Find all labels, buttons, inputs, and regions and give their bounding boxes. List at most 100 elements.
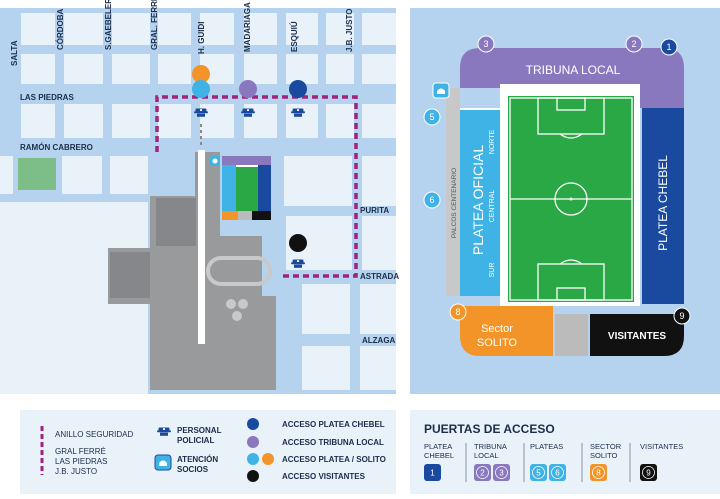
tribuna-local-stand (460, 48, 684, 108)
label-norte: NORTE (489, 129, 496, 154)
street-ramon-cabrero: RAMÓN CABRERO (20, 143, 93, 152)
label-sur: SUR (489, 263, 496, 278)
legend-socios: SOCIOS (177, 465, 209, 474)
security-ring (155, 95, 358, 278)
label-tribuna-local: TRIBUNA LOCAL (526, 63, 621, 77)
street-h-guidi: H. GUIDI (197, 22, 206, 54)
puertas-group-label: SECTOR (590, 442, 622, 451)
puertas-group-label: PLATEAS (530, 442, 563, 451)
legend-visitantes-swatch (247, 470, 259, 482)
sector-solito-stand (460, 306, 553, 356)
puertas-group-label: PLATEA (424, 442, 452, 451)
gate-5: 5 (423, 108, 441, 126)
svg-text:5: 5 (536, 469, 541, 478)
platea-chebel-stand (642, 108, 684, 304)
street-esquiu: ESQUIÚ (290, 21, 299, 52)
access-chebel-marker (289, 80, 307, 98)
puerta-1: 1 (424, 464, 441, 481)
legend-platea-swatch (247, 453, 259, 465)
park (18, 158, 56, 190)
svg-text:9: 9 (646, 469, 651, 478)
legend-acceso-tribuna: ACCESO TRIBUNA LOCAL (282, 438, 384, 447)
street-salta: SALTA (10, 40, 19, 66)
access-visitantes-marker (289, 234, 307, 252)
access-corridor (198, 150, 205, 344)
street-s-gaebeler: S.GAEBELER (104, 0, 113, 50)
puerta-6: 6 (549, 464, 566, 481)
legend-anillo: ANILLO SEGURIDAD (55, 430, 133, 439)
label-visitantes: VISITANTES (608, 331, 666, 342)
legend-solito-swatch (262, 453, 274, 465)
svg-text:2: 2 (631, 39, 636, 49)
svg-text:3: 3 (483, 39, 488, 49)
city-blocks (0, 13, 396, 394)
street-madariaga: MADARIAGA (243, 2, 252, 52)
club-buildings (108, 152, 276, 390)
puertas-group-label: VISITANTES (640, 442, 683, 451)
svg-text:1: 1 (430, 469, 435, 478)
atencion-socios-icon (432, 82, 450, 99)
street-alzaga: ALZAGA (362, 336, 396, 345)
legend-acceso-chebel: ACCESO PLATEA CHEBEL (282, 420, 385, 429)
label-platea-oficial: PLATEA OFICIAL (470, 145, 486, 255)
gate-3: 3 (477, 35, 495, 53)
svg-text:6: 6 (429, 195, 434, 205)
label-central: CENTRAL (489, 190, 496, 223)
club-logo (226, 299, 248, 321)
svg-text:3: 3 (499, 469, 504, 478)
legend-personal: PERSONAL (177, 426, 222, 435)
puerta-2: 2 (474, 464, 491, 481)
access-platea-marker (192, 80, 210, 98)
south-buffer (555, 314, 588, 356)
palcos-centenario-stand (446, 88, 460, 296)
access-tribuna-marker (239, 80, 257, 98)
puertas-title: PUERTAS DE ACCESO (424, 422, 555, 436)
stadium-plan: TRIBUNA LOCAL PLATEA OFICIAL NORTE CENTR… (410, 8, 720, 394)
svg-text:5: 5 (429, 112, 434, 122)
visitantes-stand (590, 314, 684, 356)
label-sector: Sector (481, 323, 513, 335)
legend-acceso-platea-solito: ACCESO PLATEA / SOLITO (282, 455, 386, 464)
puertas-group-label: CHEBEL (424, 451, 454, 460)
legend-background (20, 410, 396, 494)
legend-tribuna-swatch (247, 436, 259, 448)
street-astrada: ASTRADA (360, 272, 399, 281)
puertas-group-label: TRIBUNA (474, 442, 507, 451)
street-purita: PURITA (360, 206, 389, 215)
street-map: SALTA CÓRDOBA S.GAEBELER GRAL. FERRÉ H. … (0, 0, 399, 394)
street-jb-justo: J.B. JUSTO (345, 9, 354, 52)
street-cordoba: CÓRDOBA (56, 8, 65, 50)
building-annex (110, 252, 150, 298)
puertas-group-label: SOLITO (590, 451, 618, 460)
svg-text:8: 8 (455, 307, 460, 317)
gate-2: 2 (625, 35, 643, 53)
puertas-panel: PUERTAS DE ACCESO PLATEA CHEBEL TRIBUNA … (410, 410, 720, 494)
legend-anillo-street: J.B. JUSTO (55, 467, 97, 476)
mini-stadium (222, 156, 271, 220)
svg-text:6: 6 (555, 469, 560, 478)
svg-text:9: 9 (679, 311, 684, 321)
street-gral-ferre: GRAL. FERRÉ (150, 0, 159, 50)
atencion-socios-icon (210, 156, 220, 166)
puerta-3: 3 (493, 464, 510, 481)
svg-text:1: 1 (666, 42, 671, 52)
svg-text:8: 8 (596, 469, 601, 478)
legend-atencion: ATENCIÓN (177, 455, 218, 464)
pitch (508, 96, 634, 302)
puerta-9: 9 (640, 464, 657, 481)
puertas-group-label: LOCAL (474, 451, 499, 460)
practice-track (206, 256, 272, 286)
puerta-5: 5 (530, 464, 547, 481)
legend-panel: ANILLO SEGURIDAD GRAL FERRÉ LAS PIEDRAS … (20, 410, 396, 494)
label-platea-chebel: PLATEA CHEBEL (656, 155, 670, 251)
label-palcos-centenario: PALCOS CENTENARIO (451, 168, 458, 238)
access-solito-marker (192, 65, 210, 83)
building-annex (156, 198, 196, 246)
legend-anillo-street: LAS PIEDRAS (55, 457, 107, 466)
puerta-8: 8 (590, 464, 607, 481)
legend-policial: POLICIAL (177, 436, 214, 445)
svg-text:2: 2 (480, 469, 485, 478)
gate-9: 9 (673, 307, 691, 325)
